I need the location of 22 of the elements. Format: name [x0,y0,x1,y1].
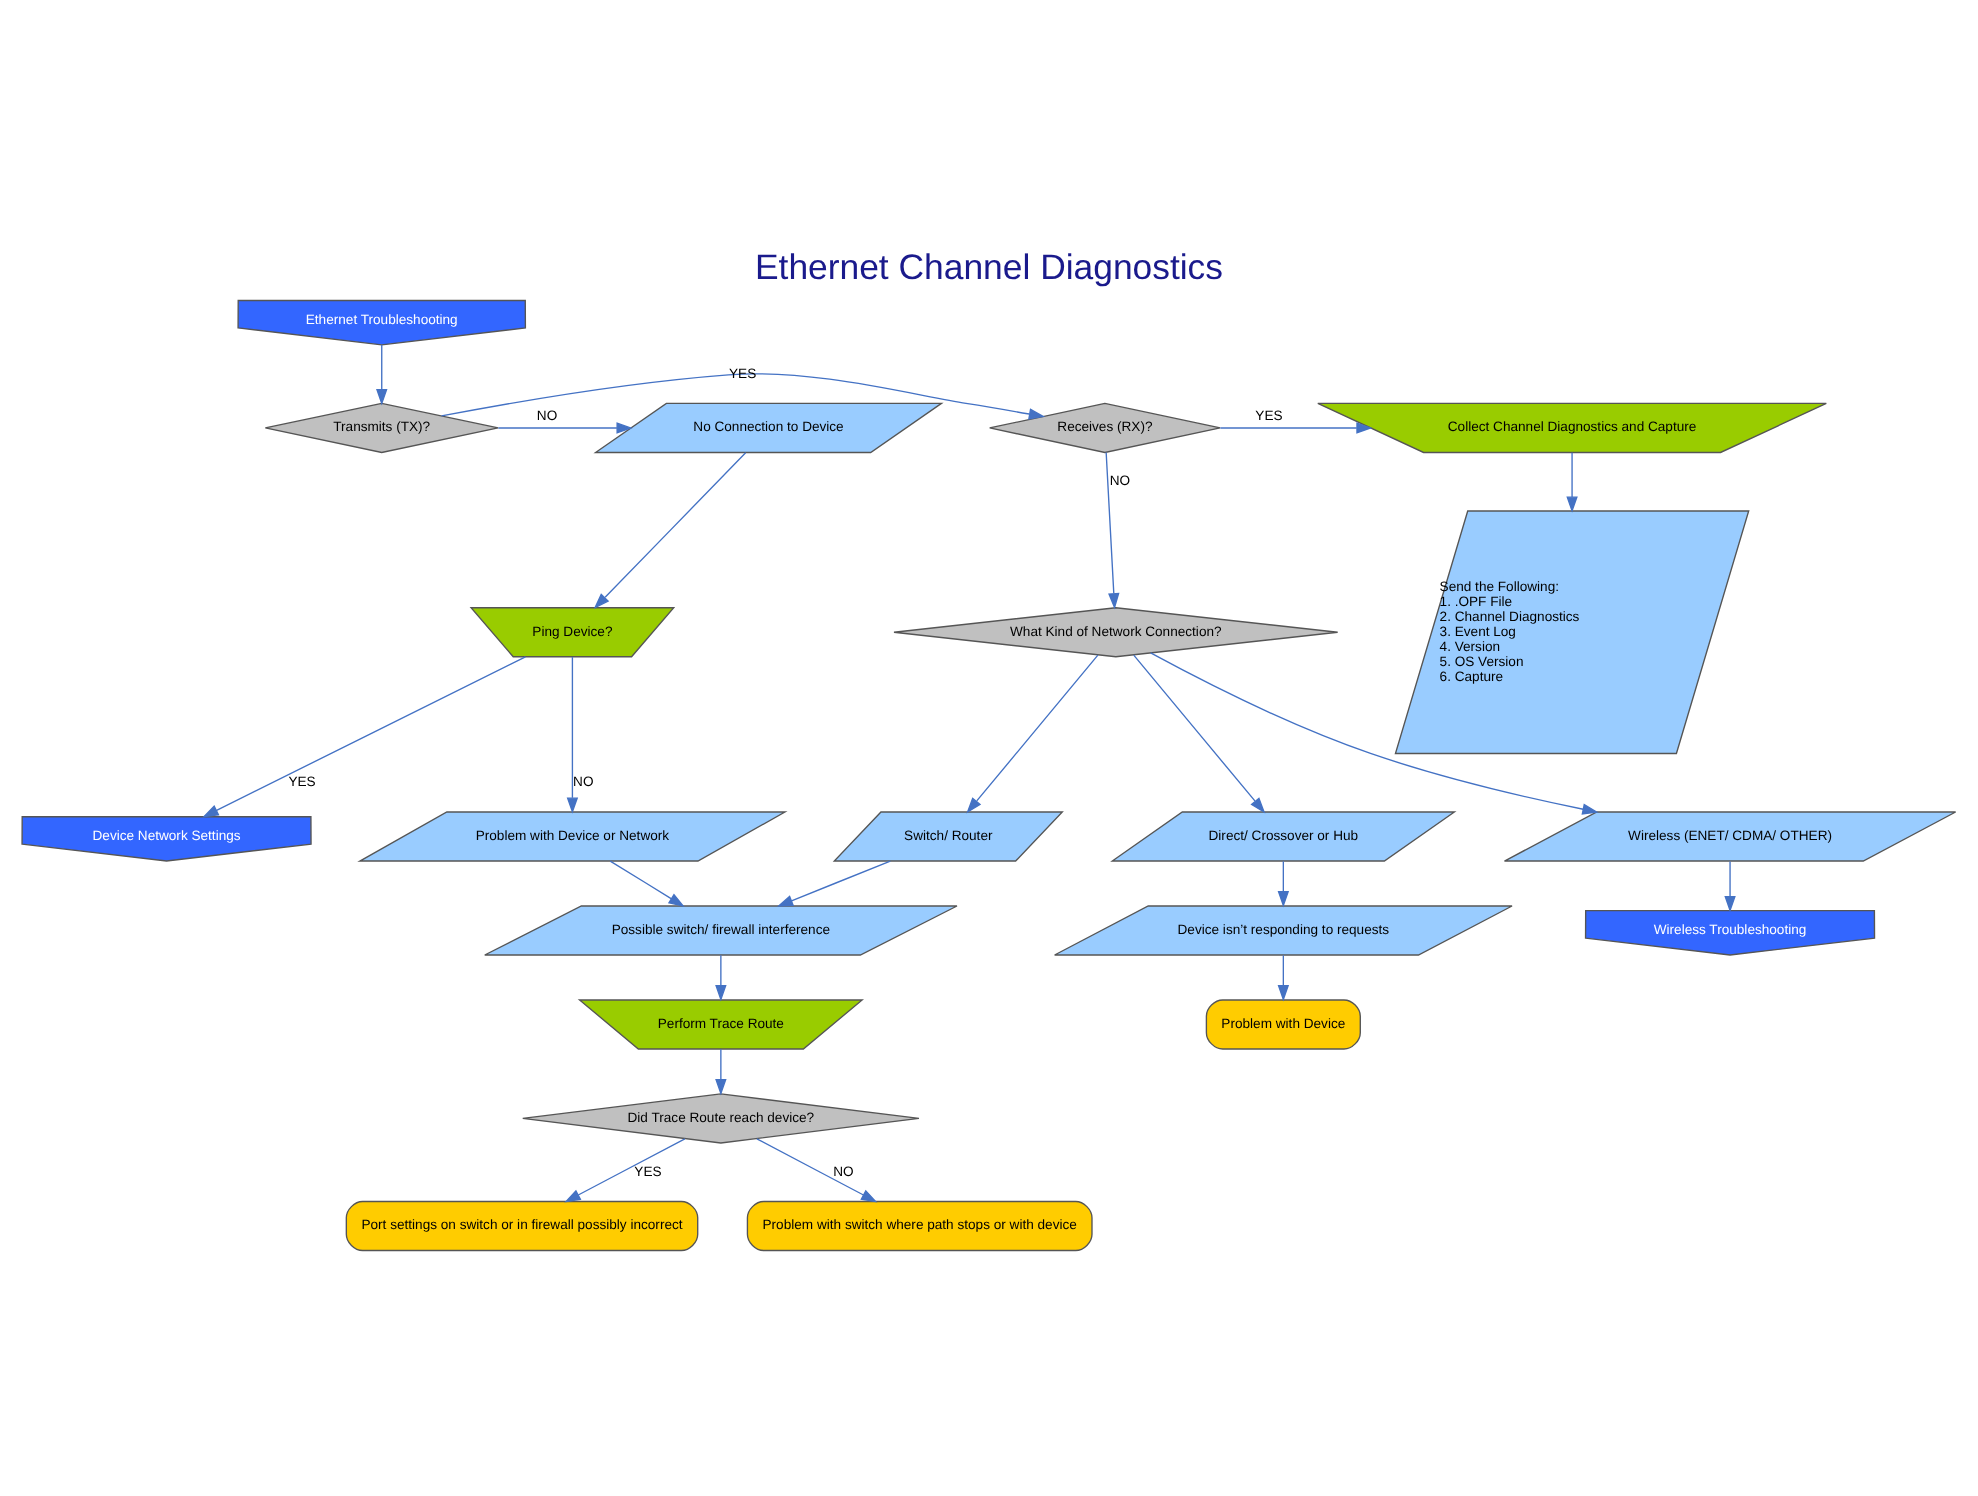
arrow [593,452,747,609]
arrow [776,860,891,907]
arrow [1105,451,1120,610]
arrow [1724,860,1736,913]
arrow [1219,422,1373,434]
diagram-title: Ethernet Channel Diagnostics [754,247,1224,288]
arrow [1566,452,1578,513]
arrow [1149,652,1599,815]
arrow [376,344,388,406]
arrow [609,860,685,907]
arrow [1133,654,1266,814]
arrow [202,656,527,818]
arrow [497,422,633,434]
arrow [564,1138,686,1203]
arrow [1277,860,1290,908]
arrow [715,954,727,1002]
arrow [715,1048,727,1096]
arrow [756,1138,878,1203]
arrow [966,654,1099,814]
arrow [566,656,579,814]
arrow [1277,954,1290,1002]
arrow [440,373,1046,420]
